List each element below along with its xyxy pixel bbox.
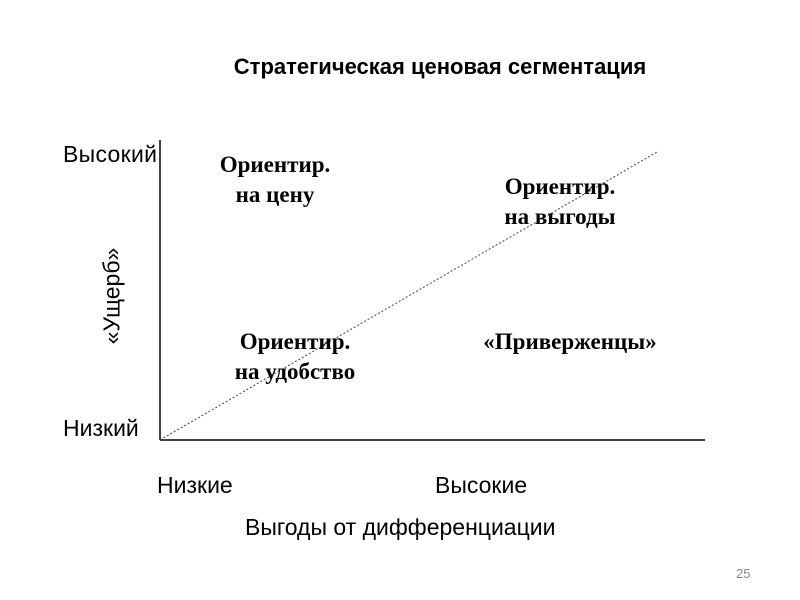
quadrant-line: на выгоды [504,204,616,229]
quadrant-line: Ориентир. [239,329,351,354]
quadrant-line: «Приверженцы» [483,329,657,354]
quadrant-line: Ориентир. [219,152,331,177]
slide-title: Стратегическая ценовая сегментация [233,54,647,79]
x-axis-title: Выгоды от дифференциации [245,514,556,540]
quadrant-benefit-oriented: Ориентир. на выгоды [485,172,635,232]
y-axis-high-label: Высокий [63,141,158,167]
quadrant-loyal-customers: «Приверженцы» [455,327,685,357]
page-number: 25 [736,566,751,581]
quadrant-line: Ориентир. [504,174,616,199]
x-axis-low-label: Низкие [157,472,233,498]
quadrant-price-oriented: Ориентир. на цену [200,150,350,210]
quadrant-line: на удобство [234,359,356,384]
y-axis-low-label: Низкий [63,415,139,441]
quadrant-convenience-oriented: Ориентир. на удобство [200,327,390,387]
x-axis-high-label: Высокие [435,472,528,498]
quadrant-line: на цену [235,182,315,207]
